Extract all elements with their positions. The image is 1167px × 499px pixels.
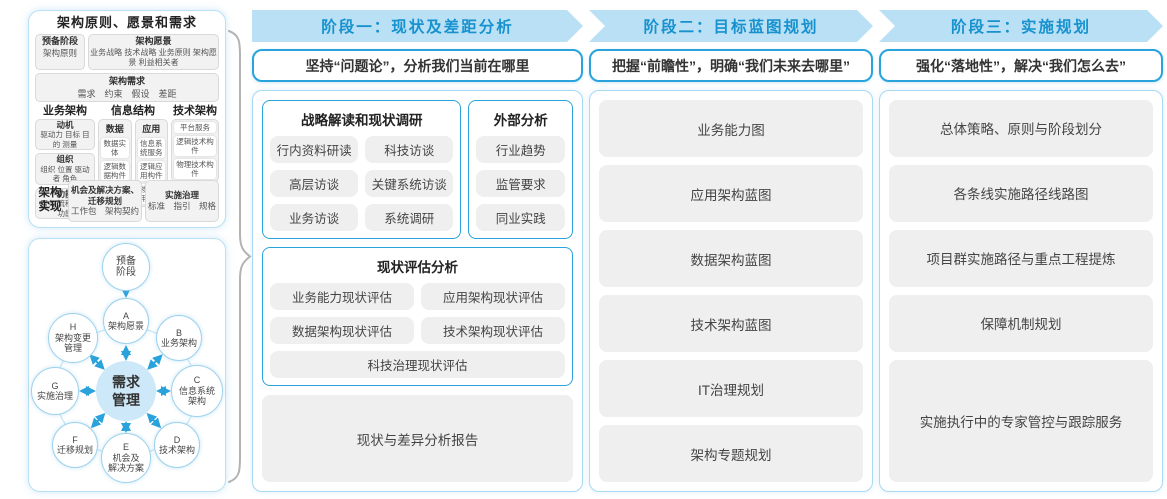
- architecture-requirements-box: 架构需求 需求 约束 假设 差距: [35, 73, 219, 102]
- architecture-principles-panel: 架构原则、愿景和需求 预备阶段 架构原则 架构愿景 业务战略 技术战略 业务原则…: [28, 10, 226, 228]
- strategy-research-box: 战略解读和现状调研 行内资料研读 科技访谈 高层访谈 关键系统访谈 业务访谈 系…: [262, 100, 462, 239]
- external-item: 行业趋势: [476, 136, 565, 163]
- strategy-item: 业务访谈: [270, 204, 359, 231]
- tech-item: 物理技术构件: [174, 158, 216, 179]
- strategy-item: 科技访谈: [365, 136, 454, 163]
- deliverable-box: 业务能力图: [599, 100, 863, 157]
- assessment-box: 现状评估分析 业务能力现状评估 应用架构现状评估 数据架构现状评估 技术架构现状…: [262, 247, 573, 386]
- external-item: 监管要求: [476, 170, 565, 197]
- data-item: 逻辑数据构件: [101, 160, 129, 181]
- assessment-item: 技术架构现状评估: [421, 317, 565, 344]
- curly-brace-icon: [228, 30, 252, 483]
- panel-title: 架构原则、愿景和需求: [56, 15, 197, 30]
- architecture-vision-box: 架构愿景 业务战略 技术战略 业务原则 架构愿景 利益相关者: [88, 34, 219, 71]
- adm-node-g-governance: G 实施治理: [31, 367, 79, 415]
- adm-node-c-information: C 信息系统 架构: [171, 365, 223, 417]
- assessment-item: 数据架构现状评估: [270, 317, 414, 344]
- technology-architecture-column: 技术架构 平台服务 逻辑技术构件 物理技术构件: [171, 104, 219, 182]
- adm-node-e-opportunities: E 机会及 解决方案: [101, 433, 151, 483]
- motivation-box: 动机 驱动力 目标 目的 测量: [35, 118, 95, 151]
- req-items: 需求 约束 假设 差距: [77, 88, 177, 99]
- phase-2-header: 阶段二：目标蓝图规划: [589, 10, 873, 42]
- adm-diagram: 预备 阶段 A 架构愿景 B 业务架构 C 信息系统 架构 D 技术架构 E 机…: [29, 239, 225, 491]
- tech-item: 逻辑技术构件: [174, 135, 216, 156]
- prep-sub: 架构原则: [42, 47, 77, 58]
- business-architecture-title: 业务架构: [43, 104, 87, 117]
- strategy-item: 行内资料研读: [270, 136, 359, 163]
- deliverable-box: 架构专题规划: [599, 425, 863, 482]
- phase-1-panel: 战略解读和现状调研 行内资料研读 科技访谈 高层访谈 关键系统访谈 业务访谈 系…: [252, 90, 583, 492]
- req-title: 架构需求: [108, 76, 145, 87]
- architecture-realization-row: 架构实现 机会及解决方案、迁移规划 工作包 架构契约 实施治理 标准 指引 规格: [35, 180, 219, 222]
- implementation-governance-box: 实施治理 标准 指引 规格: [145, 180, 219, 222]
- strategy-item: 高层访谈: [270, 170, 359, 197]
- preparation-phase-box: 预备阶段 架构原则: [35, 34, 85, 71]
- phase-3-header: 阶段三：实施规划: [879, 10, 1163, 42]
- prep-title: 预备阶段: [41, 36, 78, 46]
- adm-node-d-technology: D 技术架构: [154, 422, 200, 468]
- adm-cycle-panel: 预备 阶段 A 架构愿景 B 业务架构 C 信息系统 架构 D 技术架构 E 机…: [28, 238, 226, 492]
- external-analysis-box: 外部分析 行业趋势 监管要求 同业实践: [468, 100, 573, 239]
- adm-node-b-business: B 业务架构: [156, 315, 202, 361]
- business-architecture-column: 业务架构 动机 驱动力 目标 目的 测量 组织 组织 位置 驱动者 角色 功能 …: [35, 104, 95, 219]
- information-structure-title: 信息结构: [111, 104, 155, 117]
- deliverable-box: 保障机制规划: [889, 294, 1153, 352]
- phase-1-header: 阶段一：现状及差距分析: [252, 10, 583, 42]
- strategy-item: 系统调研: [365, 204, 454, 231]
- phase-2-subtitle: 把握“前瞻性”，明确“我们未来去哪里”: [589, 49, 873, 82]
- phases-container: 阶段一：现状及差距分析 坚持“问题论”，分析我们当前在哪里 战略解读和现状调研 …: [252, 10, 1163, 492]
- adm-node-a-vision: A 架构愿景: [103, 298, 149, 344]
- assessment-item: 应用架构现状评估: [421, 283, 565, 310]
- assessment-item: 业务能力现状评估: [270, 283, 414, 310]
- assessment-item: 科技治理现状评估: [270, 351, 565, 378]
- deliverable-box: 技术架构蓝图: [599, 295, 863, 352]
- phase-2-column: 阶段二：目标蓝图规划 把握“前瞻性”，明确“我们未来去哪里” 业务能力图 应用架…: [589, 10, 873, 492]
- technology-architecture-title: 技术架构: [173, 104, 217, 117]
- strategy-research-title: 战略解读和现状调研: [300, 113, 423, 128]
- vision-title: 架构愿景: [135, 36, 172, 46]
- adm-node-h-change: H 架构变更 管理: [48, 313, 98, 363]
- phase-2-panel: 业务能力图 应用架构蓝图 数据架构蓝图 技术架构蓝图 IT治理规划 架构专题规划: [589, 90, 873, 492]
- adm-node-f-migration: F 迁移规划: [52, 422, 98, 468]
- tech-item: 平台服务: [174, 121, 216, 133]
- organization-box: 组织 组织 位置 驱动者 角色: [35, 153, 95, 185]
- phase-3-subtitle: 强化“落地性”，解决“我们怎么去”: [879, 49, 1163, 82]
- deliverable-box: 项目群实施路径与重点工程提炼: [889, 229, 1153, 287]
- adm-node-preliminary: 预备 阶段: [102, 243, 150, 291]
- app-item: 信息系统服务: [137, 137, 165, 158]
- deliverable-box: 总体策略、原则与阶段划分: [889, 100, 1153, 157]
- phase-3-column: 阶段三：实施规划 强化“落地性”，解决“我们怎么去” 总体策略、原则与阶段划分 …: [879, 10, 1163, 492]
- deliverable-box: IT治理规划: [599, 360, 863, 417]
- external-item: 同业实践: [476, 204, 565, 231]
- vision-items: 业务战略 技术战略 业务原则 架构愿景 利益相关者: [90, 47, 217, 68]
- information-structure-column: 信息结构 数据 数据实体 逻辑数据构件 物理数据构件 应用 信息系统服务 逻辑应…: [98, 104, 168, 207]
- technology-subcolumn: 平台服务 逻辑技术构件 物理技术构件: [171, 118, 219, 182]
- phase-1-subtitle: 坚持“问题论”，分析我们当前在哪里: [252, 49, 583, 82]
- adm-center-requirements: 需求 管理: [96, 361, 156, 421]
- deliverable-box: 数据架构蓝图: [599, 230, 863, 287]
- app-item: 逻辑应用构件: [137, 160, 165, 181]
- deliverable-box: 实施执行中的专家管控与跟踪服务: [889, 359, 1153, 482]
- architecture-columns-row: 业务架构 动机 驱动力 目标 目的 测量 组织 组织 位置 驱动者 角色 功能 …: [35, 104, 219, 219]
- external-analysis-title: 外部分析: [493, 113, 548, 128]
- phase-1-column: 阶段一：现状及差距分析 坚持“问题论”，分析我们当前在哪里 战略解读和现状调研 …: [252, 10, 583, 492]
- gap-analysis-report-box: 现状与差异分析报告: [262, 395, 573, 482]
- data-item: 数据实体: [101, 137, 129, 158]
- opportunities-migration-box: 机会及解决方案、迁移规划 工作包 架构契约: [68, 180, 142, 222]
- deliverable-box: 应用架构蓝图: [599, 165, 863, 222]
- prep-vision-row: 预备阶段 架构原则 架构愿景 业务战略 技术战略 业务原则 架构愿景 利益相关者: [35, 34, 219, 71]
- phase-3-panel: 总体策略、原则与阶段划分 各条线实施路径线路图 项目群实施路径与重点工程提炼 保…: [879, 90, 1163, 492]
- deliverable-box: 各条线实施路径线路图: [889, 164, 1153, 222]
- assessment-title: 现状评估分析: [377, 260, 458, 275]
- realization-label: 架构实现: [38, 187, 62, 213]
- strategy-item: 关键系统访谈: [365, 170, 454, 197]
